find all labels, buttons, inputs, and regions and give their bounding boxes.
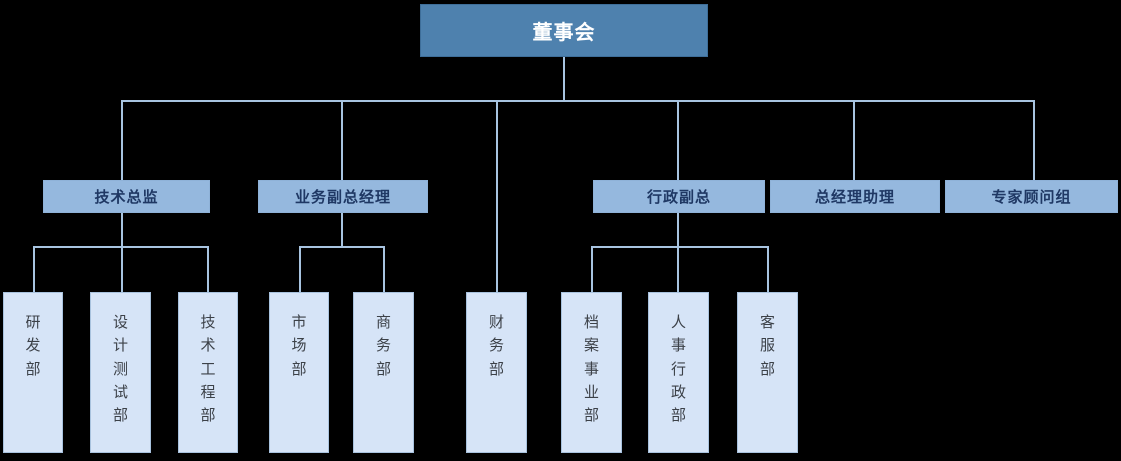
node-marketing[interactable]: 市场部 — [269, 292, 329, 453]
connector-drop-vp-biz — [341, 100, 343, 180]
node-design-qa-label: 设计测试部 — [113, 313, 129, 424]
connector-vp-admin-stem — [677, 212, 679, 248]
node-vp-admin[interactable]: 行政副总 — [593, 180, 765, 213]
node-hr-admin[interactable]: 人事行政部 — [648, 292, 709, 453]
node-cto[interactable]: 技术总监 — [43, 180, 210, 213]
connector-drop-tech-eng — [207, 246, 209, 292]
node-archive-label: 档案事业部 — [584, 313, 600, 424]
node-vp-biz[interactable]: 业务副总经理 — [258, 180, 428, 213]
node-rnd[interactable]: 研发部 — [3, 292, 63, 453]
node-marketing-label: 市场部 — [291, 313, 307, 378]
connector-drop-archive — [591, 246, 593, 292]
node-gm-asst[interactable]: 总经理助理 — [770, 180, 940, 213]
node-advisors[interactable]: 专家顾问组 — [945, 180, 1118, 213]
connector-drop-gm-asst — [853, 100, 855, 180]
connector-drop-marketing — [299, 246, 301, 292]
connector-drop-finance — [496, 100, 498, 292]
node-support[interactable]: 客服部 — [737, 292, 798, 453]
node-archive[interactable]: 档案事业部 — [561, 292, 622, 453]
connector-vp-biz-stem — [341, 212, 343, 248]
connector-drop-advisors — [1033, 100, 1035, 180]
node-board-label: 董事会 — [532, 20, 596, 44]
connector-drop-vp-admin — [677, 100, 679, 180]
node-tech-eng-label: 技术工程部 — [200, 313, 216, 424]
node-business-label: 商务部 — [376, 313, 392, 378]
node-business[interactable]: 商务部 — [353, 292, 414, 453]
node-advisors-label: 专家顾问组 — [991, 188, 1072, 206]
connector-drop-design-qa — [121, 246, 123, 292]
node-support-label: 客服部 — [760, 313, 776, 378]
connector-drop-business — [383, 246, 385, 292]
node-gm-asst-label: 总经理助理 — [814, 188, 895, 206]
node-tech-eng[interactable]: 技术工程部 — [178, 292, 238, 453]
connector-drop-rnd — [33, 246, 35, 292]
node-cto-label: 技术总监 — [94, 188, 159, 206]
connector-drop-cto — [121, 100, 123, 180]
node-design-qa[interactable]: 设计测试部 — [90, 292, 151, 453]
node-hr-admin-label: 人事行政部 — [671, 313, 687, 424]
connector-drop-hr-admin — [677, 246, 679, 292]
connector-board-stem — [563, 57, 565, 102]
node-rnd-label: 研发部 — [25, 313, 41, 378]
connector-vp-admin-bus — [591, 246, 769, 248]
node-finance-label: 财务部 — [489, 313, 505, 378]
connector-drop-support — [767, 246, 769, 292]
node-finance[interactable]: 财务部 — [466, 292, 527, 453]
connector-vp-biz-bus — [299, 246, 385, 248]
node-board[interactable]: 董事会 — [420, 4, 708, 57]
node-vp-admin-label: 行政副总 — [646, 188, 711, 206]
node-vp-biz-label: 业务副总经理 — [294, 188, 391, 206]
connector-level2-bus — [121, 100, 1035, 102]
connector-cto-stem — [121, 212, 123, 248]
